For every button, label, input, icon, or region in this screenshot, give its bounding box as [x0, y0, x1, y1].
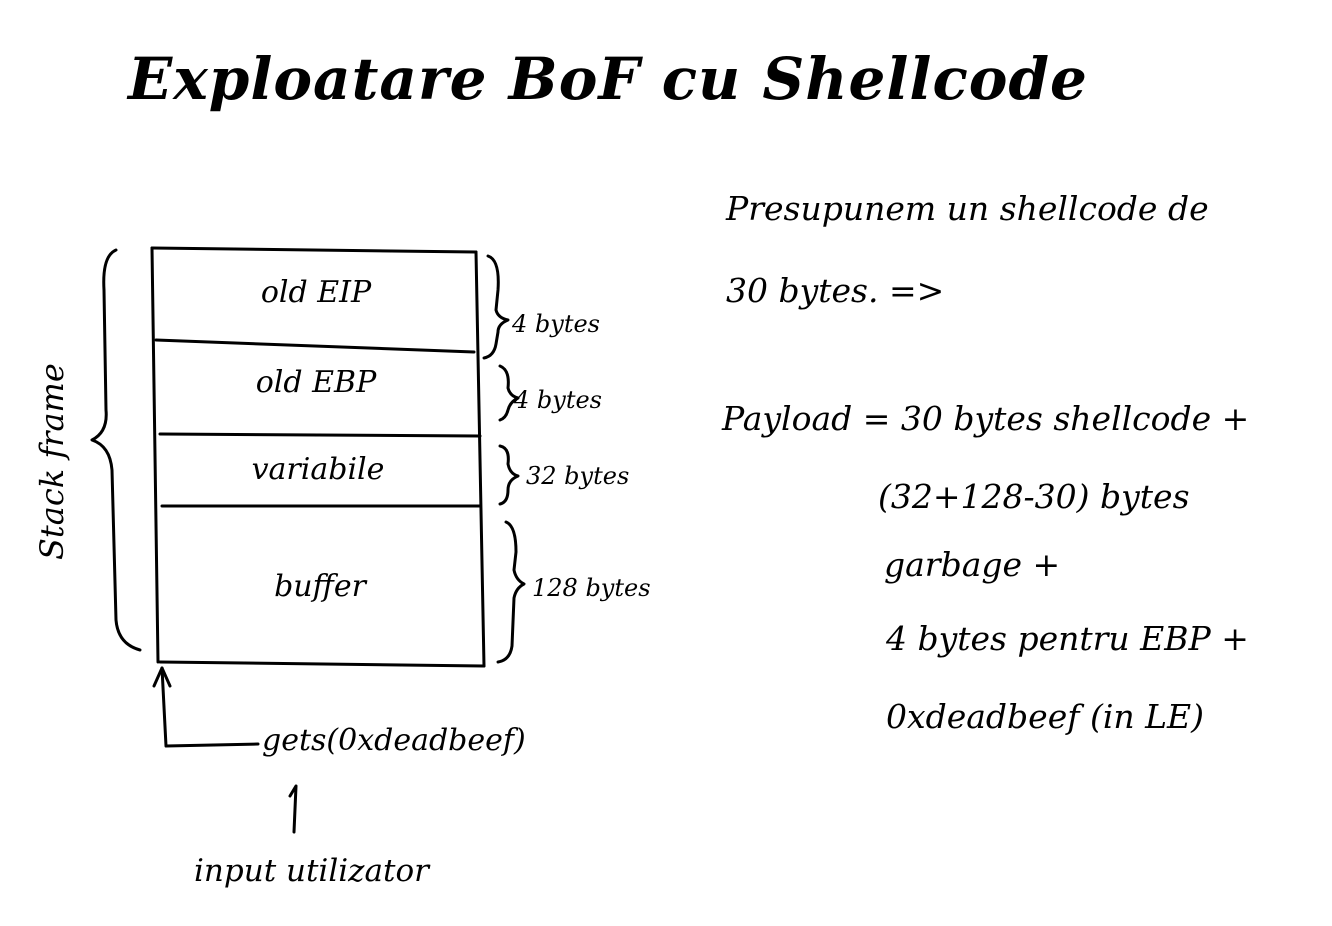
cell-buffer: buffer — [274, 569, 366, 604]
note-line-1: Presupunem un shellcode de — [726, 189, 1209, 228]
size-old-ebp: 4 bytes — [514, 386, 602, 414]
stack-top-border — [150, 246, 478, 254]
size-buffer: 128 bytes — [532, 574, 651, 602]
payload-line-1: Payload = 30 bytes shellcode + — [722, 399, 1250, 438]
stack-frame-brace — [90, 248, 142, 652]
payload-line-3: garbage + — [884, 545, 1061, 584]
brace-old-ebp — [498, 364, 520, 422]
cell-variabile: variabile — [251, 452, 385, 487]
brace-buffer — [496, 520, 526, 664]
stack-bottom-border — [158, 660, 486, 668]
payload-line-4: 4 bytes pentru EBP + — [886, 619, 1249, 658]
page-title: Exploatare BoF cu Shellcode — [128, 45, 1088, 113]
divider-ebp-variabile — [158, 432, 482, 438]
cell-old-ebp: old EBP — [255, 365, 377, 400]
size-old-eip: 4 bytes — [512, 310, 600, 338]
stack-left-border — [150, 246, 160, 664]
input-label: input utilizator — [194, 853, 429, 889]
note-line-2: 30 bytes. => — [726, 271, 945, 310]
brace-variabile — [498, 444, 520, 506]
divider-eip-ebp — [154, 338, 476, 354]
payload-line-2: (32+128-30) bytes — [878, 477, 1190, 516]
input-arrow — [288, 784, 298, 834]
stack-frame-label: Stack frame — [33, 363, 71, 560]
cell-old-eip: old EIP — [260, 275, 372, 310]
gets-arrow-head — [152, 666, 172, 688]
gets-call: gets(0xdeadbeef) — [262, 723, 526, 758]
brace-old-eip — [482, 254, 510, 360]
payload-line-5: 0xdeadbeef (in LE) — [886, 697, 1204, 736]
size-variabile: 32 bytes — [526, 462, 630, 490]
gets-arrow-line — [160, 666, 260, 748]
stack-right-border — [474, 250, 486, 668]
